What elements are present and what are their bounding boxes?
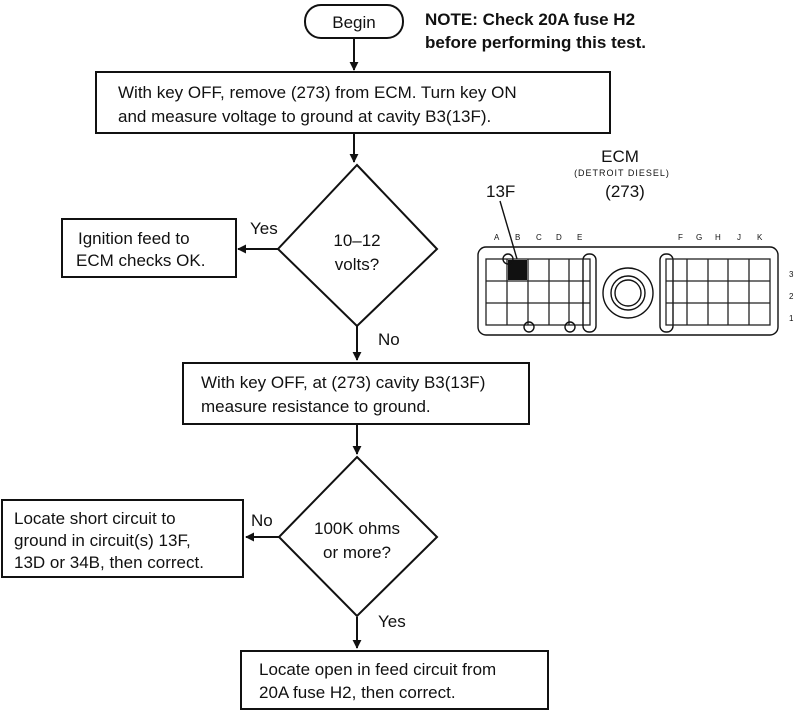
result-short-line-2: ground in circuit(s) 13F, [14, 531, 191, 550]
col-label-e: E [577, 233, 582, 242]
decision2-line-2: or more? [323, 543, 391, 562]
col-label-c: C [536, 233, 542, 242]
result-ok-line-1: Ignition feed to [78, 229, 190, 248]
col-label-d: D [556, 233, 562, 242]
decision2-diamond: 100K ohms or more? [277, 455, 439, 618]
col-label-k: K [757, 233, 763, 242]
note-line-2: before performing this test. [425, 33, 646, 52]
result-ok-box: Ignition feed to ECM checks OK. [61, 218, 237, 278]
col-label-g: G [696, 233, 702, 242]
connector-title: ECM [601, 147, 639, 166]
decision1-yes-label: Yes [250, 219, 278, 238]
decision1-diamond: 10–12 volts? [276, 163, 439, 328]
center-jack-icon [602, 267, 654, 319]
pin-callout-label: 13F [486, 182, 515, 201]
col-label-h: H [715, 233, 721, 242]
step1-line-2: and measure voltage to ground at cavity … [118, 107, 491, 126]
note: NOTE: Check 20A fuse H2 before performin… [425, 10, 646, 52]
step2-box: With key OFF, at (273) cavity B3(13F) me… [182, 362, 530, 425]
decision2-line-1: 100K ohms [314, 519, 400, 538]
result-short-box: Locate short circuit to ground in circui… [1, 499, 244, 578]
result-open-line-2: 20A fuse H2, then correct. [259, 683, 456, 702]
step2-line-2: measure resistance to ground. [201, 397, 431, 416]
result-open-line-1: Locate open in feed circuit from [259, 660, 496, 679]
col-label-b: B [515, 233, 520, 242]
step2-line-1: With key OFF, at (273) cavity B3(13F) [201, 373, 485, 392]
decision2-yes-label: Yes [378, 612, 406, 631]
result-ok-line-2: ECM checks OK. [76, 251, 205, 270]
cavity-b3-highlight [508, 260, 527, 280]
row-label-3: 3 [789, 270, 794, 279]
connector-subtitle: (DETROIT DIESEL) [574, 168, 670, 178]
decision1-line-2: volts? [335, 255, 379, 274]
col-label-f: F [678, 233, 683, 242]
row-label-2: 2 [789, 292, 794, 301]
decision1-no-label: No [378, 330, 400, 349]
result-open-box: Locate open in feed circuit from 20A fus… [240, 650, 549, 710]
row-label-1: 1 [789, 314, 794, 323]
step1-box: With key OFF, remove (273) from ECM. Tur… [95, 71, 611, 134]
result-short-line-1: Locate short circuit to [14, 509, 176, 528]
left-cavity-block [485, 253, 597, 333]
connector-part-number: (273) [605, 182, 645, 201]
decision1-line-1: 10–12 [333, 231, 380, 250]
step1-line-1: With key OFF, remove (273) from ECM. Tur… [118, 83, 517, 102]
col-label-a: A [494, 233, 500, 242]
result-short-line-3: 13D or 34B, then correct. [14, 553, 204, 572]
pin-callout-leader [499, 200, 518, 260]
col-label-j: J [737, 233, 741, 242]
ecm-connector: ECM (DETROIT DIESEL) (273) 13F A B C D E… [477, 147, 794, 336]
decision2-no-label: No [251, 511, 273, 530]
right-cavity-block [659, 253, 771, 333]
begin-terminator: Begin [304, 4, 404, 39]
note-line-1: NOTE: Check 20A fuse H2 [425, 10, 635, 29]
begin-label: Begin [332, 13, 375, 32]
